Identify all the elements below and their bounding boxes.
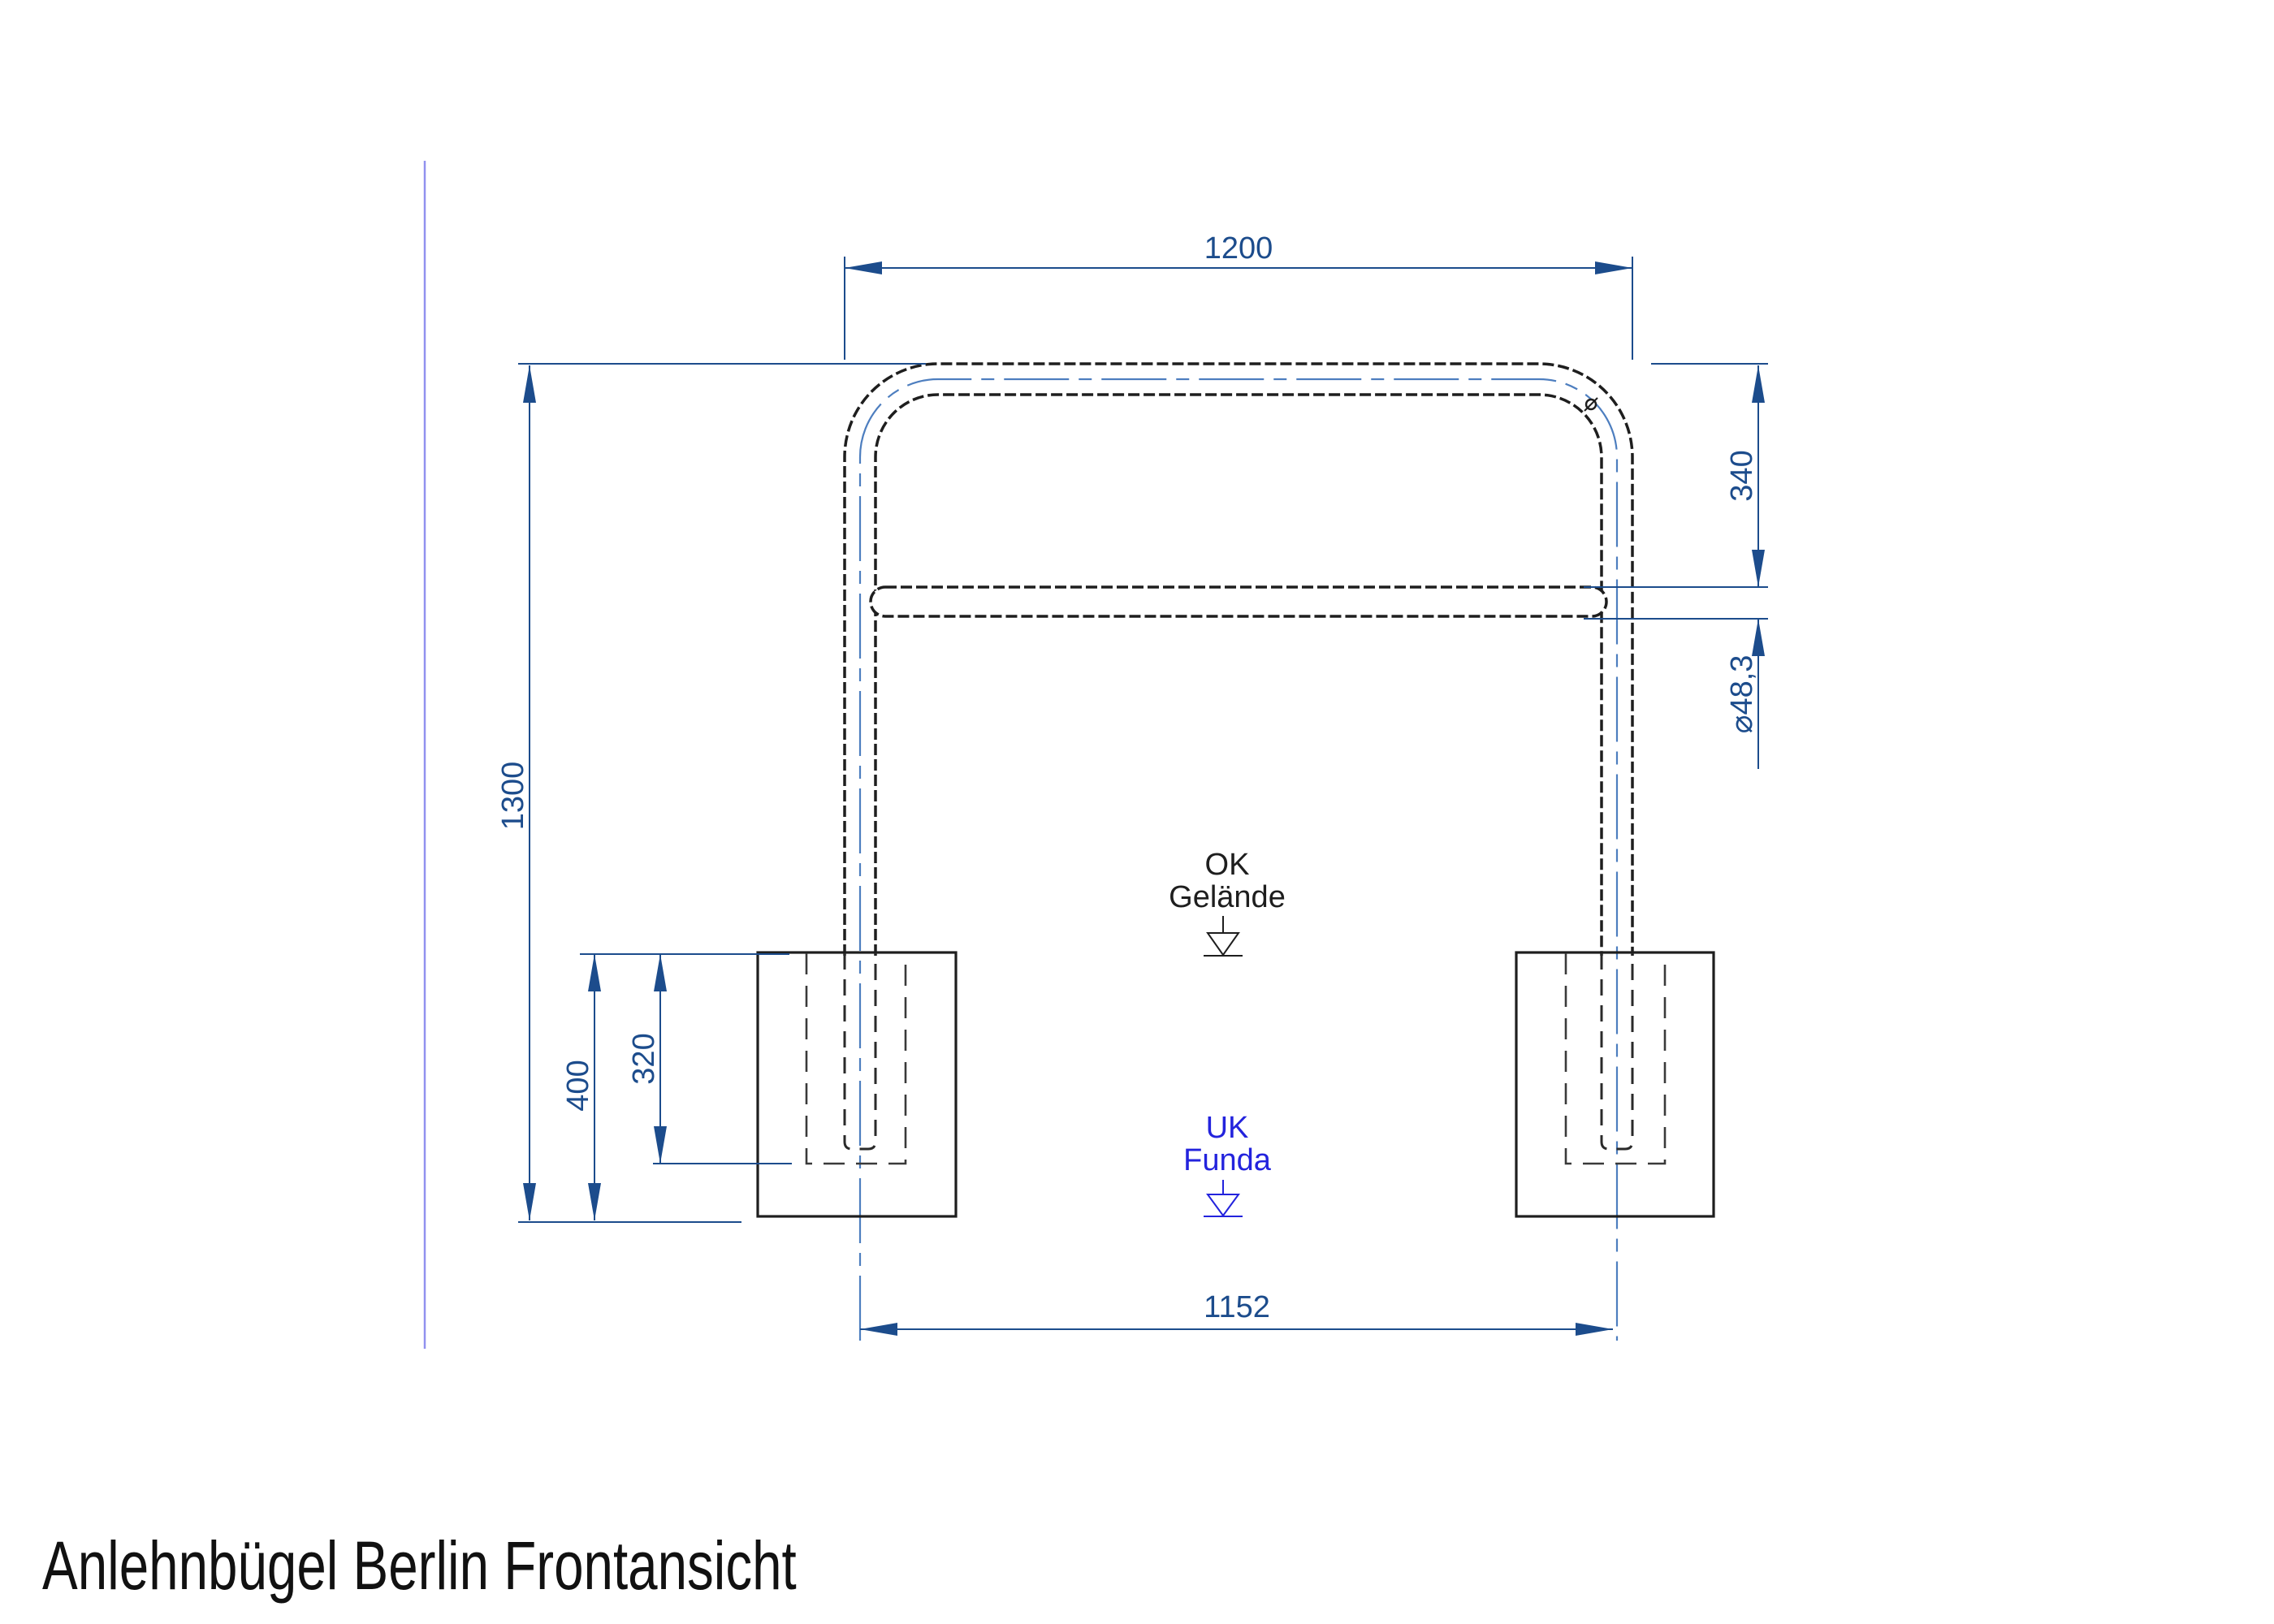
arrow-tube-diameter (1752, 619, 1765, 656)
drawing-title: Anlehnbügel Berlin Frontansicht (42, 1527, 797, 1604)
foundation-level-label-line1: UK (1206, 1111, 1249, 1145)
hoop-outer-edge (843, 362, 1634, 956)
left-foundation-block (756, 951, 958, 1218)
label-hoop-width: 1200 (1204, 231, 1273, 266)
drain-hole-slash (1584, 397, 1598, 412)
label-tube-diameter: ⌀48,3 (1725, 655, 1759, 734)
ground-marker-labels: OK Gelände (1169, 848, 1286, 914)
label-hoop-height: 1300 (496, 762, 530, 831)
label-post-spacing: 1152 (1204, 1290, 1270, 1324)
arrow-hoop-width-right (1595, 261, 1632, 274)
right-hidden-tube (1600, 953, 1634, 1151)
ground-level-icon (1206, 932, 1240, 957)
right-foundation-block (1515, 951, 1715, 1218)
arrow-embed-depth-bottom (654, 1126, 667, 1164)
arrow-embed-depth-top (654, 954, 667, 991)
foundation-level-label-line2: Funda (1183, 1143, 1272, 1177)
arrow-post-spacing-right (1576, 1323, 1613, 1336)
hoop-inner-edge (874, 393, 1603, 956)
drain-hole-group (1584, 397, 1598, 412)
arrow-hoop-height-top (523, 365, 536, 403)
foundation-level-marker: UK Funda (1183, 1111, 1272, 1217)
dimension-labels: 1200 1152 1300 400 320 340 ⌀48,3 (496, 231, 1759, 1324)
foundation-marker-labels: UK Funda (1183, 1111, 1272, 1177)
dimension-arrows (523, 261, 1765, 1336)
label-top-to-crossbar: 340 (1725, 450, 1759, 501)
right-foundation-pocket (1564, 953, 1667, 1165)
hidden-tube-ends (843, 953, 1634, 1151)
arrow-foundation-depth-bottom (588, 1183, 601, 1220)
left-hidden-tube (843, 953, 877, 1151)
foundation-level-icon (1206, 1194, 1240, 1217)
arrow-hoop-width-left (845, 261, 882, 274)
crossbar-tube (869, 585, 1608, 618)
crossbar-group (869, 585, 1608, 618)
ground-level-marker: OK Gelände (1169, 848, 1286, 957)
foundations-group (756, 951, 1715, 1218)
hoop-centerline (858, 378, 1619, 1341)
foundation-blocks (756, 951, 1715, 1218)
arrow-hoop-height-bottom (523, 1183, 536, 1220)
label-embed-depth: 320 (627, 1033, 661, 1084)
ground-level-label-line1: OK (1205, 848, 1250, 882)
hoop-outline-group (843, 362, 1634, 956)
arrow-top-to-crossbar-top (1752, 365, 1765, 403)
foundation-pockets (805, 953, 1667, 1165)
label-foundation-depth: 400 (561, 1060, 595, 1111)
arrow-top-to-crossbar-bottom (1752, 550, 1765, 587)
left-foundation-pocket (805, 953, 907, 1165)
ground-level-label-line2: Gelände (1169, 880, 1286, 914)
arrow-foundation-depth-top (588, 954, 601, 991)
arrow-post-spacing-left (860, 1323, 897, 1336)
dimensions-group: 1200 1152 1300 400 320 340 ⌀48,3 (496, 231, 1768, 1336)
